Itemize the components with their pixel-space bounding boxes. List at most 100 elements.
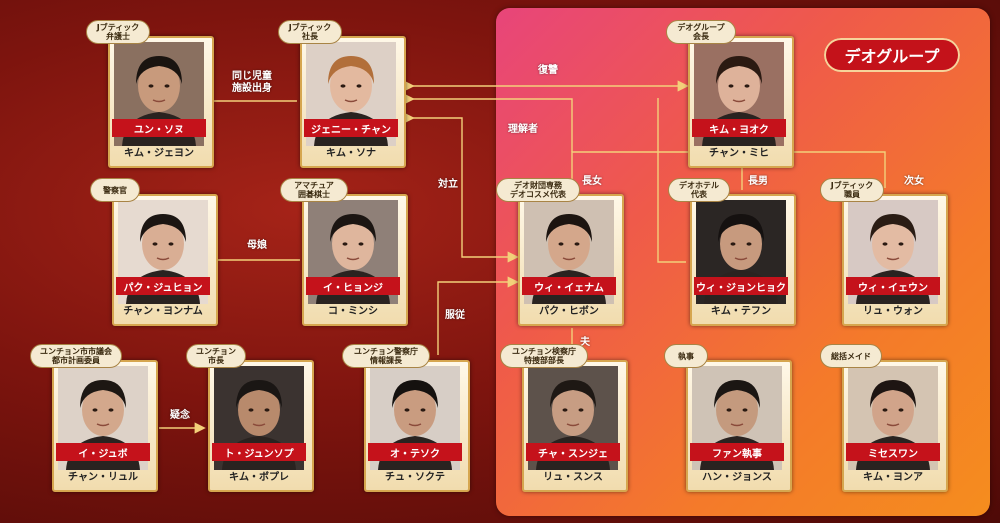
actor-name: コ・ミンシ xyxy=(328,305,378,317)
relation-label-eldest-daughter: 長女 xyxy=(582,176,602,187)
occupation-line: 情報課長 xyxy=(370,356,402,365)
character-card-jenny: ジェニー・チャンキム・ソナ xyxy=(300,36,406,168)
relation-label-second-daughter: 次女 xyxy=(904,176,924,187)
character-name: ジェニー・チャン xyxy=(304,119,398,137)
relation-label-line: 同じ児童 xyxy=(232,71,272,82)
occupation-badge-yi: アマチュア囲碁棋士 xyxy=(280,178,348,202)
occupation-line: 執事 xyxy=(678,351,694,361)
relation-label-understanding: 理解者 xyxy=(508,124,538,135)
character-card-cha: チャ・スンジェリュ・スンス xyxy=(522,360,628,492)
actor-name: リュ・ウォン xyxy=(863,305,923,317)
line-opposition xyxy=(403,112,519,263)
occupation-text: ユンチョン市長 xyxy=(196,347,236,365)
occupation-line: 警察官 xyxy=(103,185,127,195)
relation-label-suspicion: 疑念 xyxy=(170,410,190,421)
occupation-badge-cha: ユンチョン検察庁特捜部部長 xyxy=(500,344,588,368)
character-name: ミセスワン xyxy=(846,443,940,461)
actor-name: チャン・ヨンナム xyxy=(123,305,203,317)
occupation-badge-mise: 総括メイド xyxy=(820,344,882,368)
character-name: ユン・ソヌ xyxy=(112,119,206,137)
character-card-park: パク・ジュヒョンチャン・ヨンナム xyxy=(112,194,218,326)
character-name: チャ・スンジェ xyxy=(526,443,620,461)
occupation-text: デオグループ会長 xyxy=(677,23,724,41)
occupation-line: 代表 xyxy=(691,190,707,199)
relation-label-husband: 夫 xyxy=(580,337,590,348)
actor-name: パク・ヒボン xyxy=(539,305,599,317)
actor-name: キム・ボプレ xyxy=(229,471,289,483)
character-name: キム・ヨオク xyxy=(692,119,786,137)
character-name: ウィ・ジョンヒョク xyxy=(694,277,788,295)
occupation-line: Jブティック xyxy=(288,23,332,32)
occupation-line: 弁護士 xyxy=(106,32,130,41)
occupation-text: Jブティック職員 xyxy=(831,181,874,199)
occupation-line: 社長 xyxy=(302,32,318,41)
relation-label-opposition: 対立 xyxy=(438,179,458,190)
character-card-fan: ファン執事ハン・ジョンス xyxy=(686,360,792,492)
occupation-text: Jブティック弁護士 xyxy=(97,23,140,41)
actor-name: チャン・ミヒ xyxy=(709,147,769,159)
character-name: イ・ヒョンジ xyxy=(306,277,400,295)
occupation-line: Jブティック xyxy=(96,23,140,32)
occupation-text: デオホテル代表 xyxy=(679,181,719,199)
character-card-kimyo: キム・ヨオクチャン・ミヒ xyxy=(688,36,794,168)
actor-name: キム・ジェヨン xyxy=(124,147,194,159)
occupation-text: 警察官 xyxy=(103,186,127,195)
occupation-line: ユンチョン市市議会 xyxy=(40,347,112,356)
portrait-image xyxy=(118,200,208,304)
character-name: ファン執事 xyxy=(690,443,784,461)
occupation-line: ユンチョン警察庁 xyxy=(354,347,418,356)
occupation-badge-jenny: Jブティック社長 xyxy=(278,20,342,44)
character-name: オ・テソク xyxy=(368,443,462,461)
character-name: イ・ジュボ xyxy=(56,443,150,461)
occupation-line: 市長 xyxy=(208,356,224,365)
occupation-line: ユンチョン xyxy=(196,347,236,356)
line-obedience xyxy=(437,276,519,355)
character-card-wiye: ウィ・イェウンリュ・ウォン xyxy=(842,194,948,326)
line-understanding-branch xyxy=(657,98,686,263)
relation-label-mother-daughter: 母娘 xyxy=(247,240,267,251)
character-card-ijubo: イ・ジュボチャン・リュル xyxy=(52,360,158,492)
relation-label-eldest-son: 長男 xyxy=(748,176,768,187)
occupation-line: ユンチョン検察庁 xyxy=(512,347,576,356)
occupation-badge-wiye: Jブティック職員 xyxy=(820,178,884,202)
relation-label-same-orphanage: 同じ児童 施設出身 xyxy=(232,71,272,95)
occupation-badge-kimyo: デオグループ会長 xyxy=(666,20,736,44)
occupation-line: 囲碁棋士 xyxy=(298,190,330,199)
occupation-badge-fan: 執事 xyxy=(664,344,708,368)
relation-label-revenge: 復讐 xyxy=(538,65,558,76)
actor-name: キム・ヨンア xyxy=(863,471,923,483)
occupation-badge-yun: Jブティック弁護士 xyxy=(86,20,150,44)
character-card-todo: ト・ジュンソプキム・ボプレ xyxy=(208,360,314,492)
occupation-line: アマチュア xyxy=(294,181,334,190)
occupation-line: 総括メイド xyxy=(831,351,871,361)
actor-name: チャン・リュル xyxy=(68,471,138,483)
actor-name: チュ・ソクテ xyxy=(385,471,445,483)
occupation-text: 執事 xyxy=(678,352,694,361)
character-name: ウィ・イェナム xyxy=(522,277,616,295)
character-card-yi: イ・ヒョンジコ・ミンシ xyxy=(302,194,408,326)
daeo-group-label: デオグループ xyxy=(824,38,960,72)
occupation-line: 会長 xyxy=(692,32,709,41)
character-card-wijh: ウィ・ジョンヒョクキム・テフン xyxy=(690,194,796,326)
actor-name: リュ・スンス xyxy=(543,471,603,483)
occupation-line: 職員 xyxy=(844,190,860,199)
portrait-park xyxy=(118,200,208,304)
occupation-text: Jブティック社長 xyxy=(289,23,332,41)
occupation-line: 都市計画委員 xyxy=(52,356,100,365)
occupation-text: ユンチョン検察庁特捜部部長 xyxy=(512,347,576,365)
relation-label-line: 施設出身 xyxy=(232,83,272,94)
occupation-text: アマチュア囲碁棋士 xyxy=(294,181,334,199)
occupation-badge-oh: ユンチョン警察庁情報課長 xyxy=(342,344,430,368)
occupation-text: 総括メイド xyxy=(831,352,871,361)
occupation-badge-wijh: デオホテル代表 xyxy=(668,178,730,202)
line-understanding xyxy=(403,93,573,152)
character-card-oh: オ・テソクチュ・ソクテ xyxy=(364,360,470,492)
character-card-yun: ユン・ソヌキム・ジェヨン xyxy=(108,36,214,168)
actor-name: キム・テフン xyxy=(710,305,772,317)
actor-name: キム・ソナ xyxy=(326,147,376,159)
occupation-line: デオ財団専務 xyxy=(514,181,562,190)
occupation-badge-park: 警察官 xyxy=(90,178,140,202)
occupation-text: デオ財団専務デオコスメ代表 xyxy=(510,181,566,199)
occupation-text: ユンチョン警察庁情報課長 xyxy=(354,347,418,365)
